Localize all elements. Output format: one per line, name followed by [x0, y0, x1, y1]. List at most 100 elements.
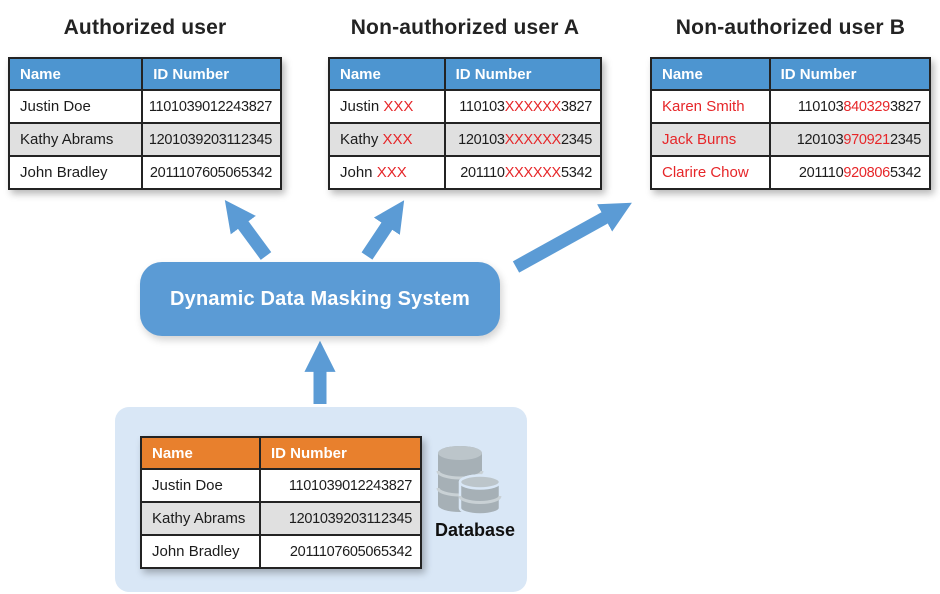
name-cell: Jack Burns: [650, 122, 771, 157]
database-label: Database: [434, 520, 516, 540]
plain-text: 120103: [796, 131, 844, 148]
name-cell: Justin Doe: [7, 89, 144, 124]
plain-text: 120103: [458, 131, 505, 148]
plain-text: Kathy: [340, 131, 383, 148]
masking-system-label: Dynamic Data Masking System: [170, 287, 470, 310]
column-header: Name: [328, 57, 446, 91]
plain-text: 5342: [889, 164, 921, 181]
id-cell: 2011107605065342: [141, 155, 282, 190]
plain-text: 2345: [560, 131, 592, 148]
id-cell: 1201039203112345: [141, 122, 282, 157]
plain-text: 2345: [889, 131, 921, 148]
authorized-user-title: Authorized user: [63, 16, 227, 39]
plain-text: John: [340, 164, 377, 181]
id-cell: 120103XXXXXX2345: [443, 122, 603, 157]
plain-text: 3827: [560, 98, 592, 115]
nonauthorized-user-a-title: Non-authorized user A: [350, 16, 580, 39]
plain-text: 110103: [459, 98, 505, 115]
plain-text: 201110: [460, 164, 505, 181]
plain-text: Justin: [340, 98, 384, 115]
masked-text: XXXXXX: [504, 131, 562, 148]
id-cell: 2011107605065342: [259, 534, 422, 569]
column-header: ID Number: [259, 436, 422, 470]
nonauthorized-user-b-title: Non-authorized user B: [675, 16, 906, 39]
table-row: Justin Doe 1101039012243827: [7, 89, 282, 124]
name-cell: Kathy Abrams: [140, 501, 261, 536]
plain-text: 1201039203112345: [288, 510, 412, 527]
name-cell: Clarire Chow: [650, 155, 771, 190]
name-cell: Karen Smith: [650, 89, 771, 124]
name-cell: John Bradley: [7, 155, 144, 190]
id-cell: 1101038403293827: [768, 89, 932, 124]
masked-text: 920806: [843, 164, 890, 181]
id-cell: 110103XXXXXX3827: [443, 89, 603, 124]
id-cell: 1101039012243827: [259, 468, 422, 503]
name-cell: John XXX: [328, 155, 446, 190]
plain-text: 110103: [797, 98, 844, 115]
name-cell: Justin Doe: [140, 468, 261, 503]
table-row: Jack Burns 1201039709212345: [650, 122, 932, 157]
table-row: Kathy Abrams 1201039203112345: [7, 122, 282, 157]
masked-text: Karen Smith: [662, 98, 745, 115]
plain-text: Justin Doe: [152, 477, 223, 494]
masked-text: Jack Burns: [662, 131, 737, 148]
plain-text: John Bradley: [20, 164, 108, 181]
name-cell: John Bradley: [140, 534, 261, 569]
table-row: Clarire Chow 2011109208065342: [650, 155, 932, 190]
database-icon: [436, 446, 502, 516]
id-cell: 201110XXXXXX5342: [443, 155, 603, 190]
plain-text: 2011107605065342: [149, 164, 272, 181]
arrow-to-nonauthorized-a-table: [361, 200, 405, 260]
plain-text: 1101039012243827: [148, 98, 272, 115]
plain-text: 1101039012243827: [288, 477, 412, 494]
plain-text: Kathy Abrams: [20, 131, 114, 148]
column-header: ID Number: [768, 57, 932, 91]
plain-text: 5342: [560, 164, 592, 181]
database-front-cylinder: [458, 474, 502, 516]
masked-text: XXX: [383, 98, 414, 115]
column-header: Name: [7, 57, 144, 91]
column-header: ID Number: [141, 57, 282, 91]
plain-text: 1201039203112345: [148, 131, 272, 148]
id-cell: 2011109208065342: [768, 155, 932, 190]
table-row: John Bradley 2011107605065342: [7, 155, 282, 190]
table-row: Karen Smith 1101038403293827: [650, 89, 932, 124]
table-row: Justin Doe 1101039012243827: [140, 468, 422, 503]
plain-text: John Bradley: [152, 543, 240, 560]
masking-system-box: Dynamic Data Masking System: [140, 262, 500, 336]
id-cell: 1101039012243827: [141, 89, 282, 124]
name-cell: Kathy XXX: [328, 122, 446, 157]
arrow-to-authorized-table: [224, 200, 272, 260]
plain-text: 3827: [889, 98, 921, 115]
column-header: Name: [650, 57, 771, 91]
plain-text: 2011107605065342: [289, 543, 412, 560]
name-cell: Kathy Abrams: [7, 122, 144, 157]
column-header: Name: [140, 436, 261, 470]
masked-text: XXXXXX: [504, 164, 562, 181]
id-cell: 1201039203112345: [259, 501, 422, 536]
name-cell: Justin XXX: [328, 89, 446, 124]
masked-text: XXXXXX: [504, 98, 562, 115]
id-cell: 1201039709212345: [768, 122, 932, 157]
masked-text: XXX: [376, 164, 407, 181]
plain-text: Justin Doe: [20, 98, 91, 115]
column-header: ID Number: [443, 57, 603, 91]
plain-text: Kathy Abrams: [152, 510, 246, 527]
table-row: John Bradley 2011107605065342: [140, 534, 422, 569]
masked-text: Clarire Chow: [662, 164, 749, 181]
plain-text: 201110: [798, 164, 844, 181]
